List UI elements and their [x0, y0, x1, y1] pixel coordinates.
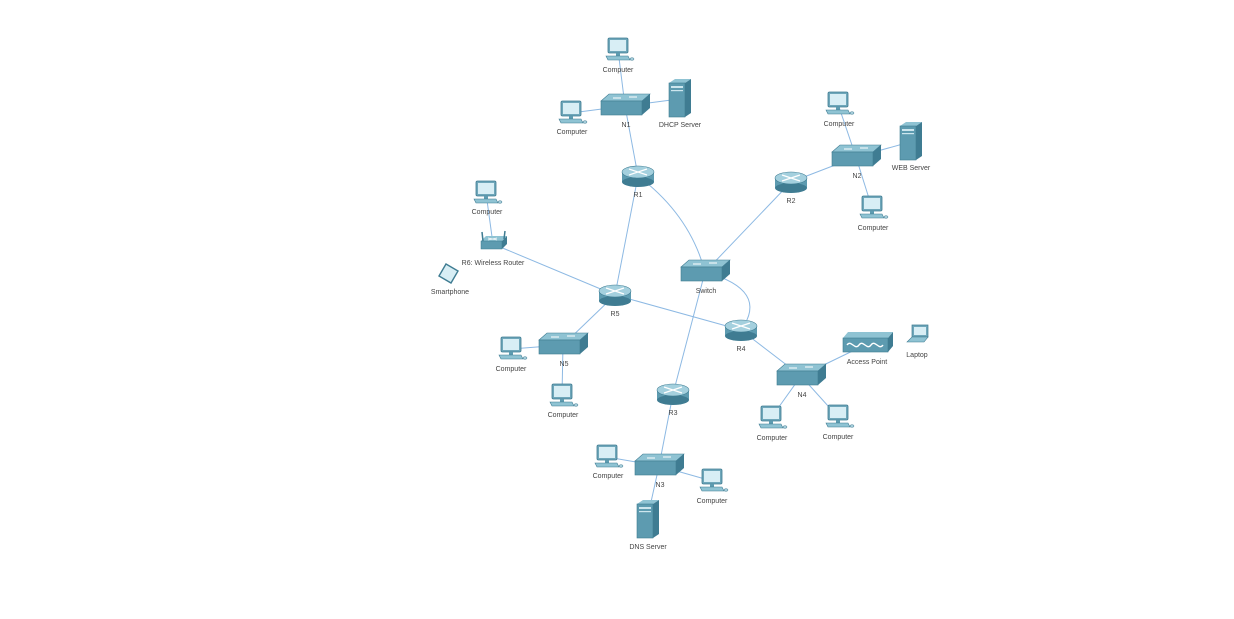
wireless-router-icon[interactable]: [480, 230, 507, 250]
server-icon[interactable]: [899, 122, 922, 161]
node-label: R1: [634, 192, 643, 199]
node-dns[interactable]: DNS Server: [629, 500, 667, 551]
node-label: N4: [798, 392, 807, 399]
computer-icon[interactable]: [605, 37, 635, 61]
node-label: Computer: [757, 435, 788, 442]
node-label: Access Point: [847, 359, 888, 366]
link-switch-to-r3: [672, 271, 706, 395]
computer-icon[interactable]: [549, 383, 579, 407]
node-pc-n4-right[interactable]: Computer: [823, 404, 855, 441]
access-point-icon[interactable]: [842, 332, 893, 353]
computer-icon[interactable]: [699, 468, 729, 492]
node-label: Computer: [824, 121, 855, 128]
node-label: DNS Server: [629, 544, 667, 551]
node-web[interactable]: WEB Server: [892, 122, 931, 172]
link-r2-to-switch: [704, 181, 792, 273]
node-n2[interactable]: N2: [831, 144, 882, 180]
node-r6[interactable]: R6: Wireless Router: [462, 230, 525, 267]
router-icon[interactable]: [621, 165, 655, 187]
node-label: R6: Wireless Router: [462, 260, 525, 267]
switch-icon[interactable]: [831, 144, 882, 167]
node-label: Computer: [496, 366, 527, 373]
computer-icon[interactable]: [558, 100, 588, 124]
computer-icon[interactable]: [498, 336, 528, 360]
node-pc-n4-left[interactable]: Computer: [757, 405, 788, 442]
node-label: Computer: [823, 434, 854, 441]
link-r1-to-switch: [637, 175, 706, 273]
node-label: Computer: [603, 67, 634, 74]
node-label: Computer: [557, 129, 588, 136]
node-access-point[interactable]: Access Point: [842, 332, 893, 366]
link-r6-to-r5: [492, 243, 616, 296]
node-pc-n5-bottom[interactable]: Computer: [548, 383, 579, 419]
node-label: R5: [611, 311, 620, 318]
node-pc-n3-left[interactable]: Computer: [593, 444, 624, 480]
node-label: Switch: [696, 288, 717, 295]
node-label: WEB Server: [892, 165, 931, 172]
node-label: R2: [787, 198, 796, 205]
node-r4[interactable]: R4: [724, 319, 758, 353]
node-label: Computer: [858, 225, 889, 232]
switch-icon[interactable]: [634, 453, 685, 476]
node-n5[interactable]: N5: [538, 332, 589, 368]
node-label: R3: [669, 410, 678, 417]
node-pc-n2-top[interactable]: Computer: [824, 91, 855, 128]
node-n4[interactable]: N4: [776, 363, 827, 399]
node-label: Smartphone: [431, 289, 469, 296]
node-label: DHCP Server: [659, 122, 702, 129]
computer-icon[interactable]: [859, 195, 889, 219]
switch-icon[interactable]: [776, 363, 827, 386]
link-r1-to-r5: [614, 175, 639, 296]
node-label: Computer: [593, 473, 624, 480]
smartphone-icon[interactable]: [438, 263, 459, 284]
link-r5-to-r4: [614, 294, 742, 331]
computer-icon[interactable]: [825, 91, 855, 115]
switch-icon[interactable]: [538, 332, 589, 355]
node-label: Laptop: [906, 352, 928, 359]
node-pc-n1-top[interactable]: Computer: [603, 37, 635, 74]
laptop-icon[interactable]: [906, 324, 929, 343]
node-pc-r6[interactable]: Computer: [472, 180, 503, 216]
link-n1-to-r1: [624, 105, 639, 177]
node-pc-n3-right[interactable]: Computer: [697, 468, 729, 505]
node-r1[interactable]: R1: [621, 165, 655, 199]
node-laptop[interactable]: Laptop: [906, 324, 929, 359]
node-label: N2: [853, 173, 862, 180]
node-r3[interactable]: R3: [656, 383, 690, 417]
node-dhcp[interactable]: DHCP Server: [659, 79, 702, 129]
router-icon[interactable]: [656, 383, 690, 405]
node-pc-n5-left[interactable]: Computer: [496, 336, 528, 373]
router-icon[interactable]: [598, 284, 632, 306]
node-pc-n1-left[interactable]: Computer: [557, 100, 588, 136]
node-r5[interactable]: R5: [598, 284, 632, 318]
router-icon[interactable]: [724, 319, 758, 341]
node-label: Computer: [697, 498, 728, 505]
node-pc-n2-bottom[interactable]: Computer: [858, 195, 889, 232]
node-switch[interactable]: Switch: [680, 259, 731, 295]
node-label: Computer: [548, 412, 579, 419]
switch-icon[interactable]: [680, 259, 731, 282]
computer-icon[interactable]: [473, 180, 503, 204]
server-icon[interactable]: [668, 79, 691, 118]
node-label: N3: [656, 482, 665, 489]
node-label: Computer: [472, 209, 503, 216]
router-icon[interactable]: [774, 171, 808, 193]
node-r2[interactable]: R2: [774, 171, 808, 205]
computer-icon[interactable]: [825, 404, 855, 428]
node-smartphone[interactable]: Smartphone: [431, 263, 469, 296]
node-label: R4: [737, 346, 746, 353]
node-label: N5: [560, 361, 569, 368]
node-n1[interactable]: N1: [600, 93, 651, 129]
server-icon[interactable]: [636, 500, 659, 539]
node-n3[interactable]: N3: [634, 453, 685, 489]
computer-icon[interactable]: [758, 405, 788, 429]
switch-icon[interactable]: [600, 93, 651, 116]
computer-icon[interactable]: [594, 444, 624, 468]
node-label: N1: [622, 122, 631, 129]
